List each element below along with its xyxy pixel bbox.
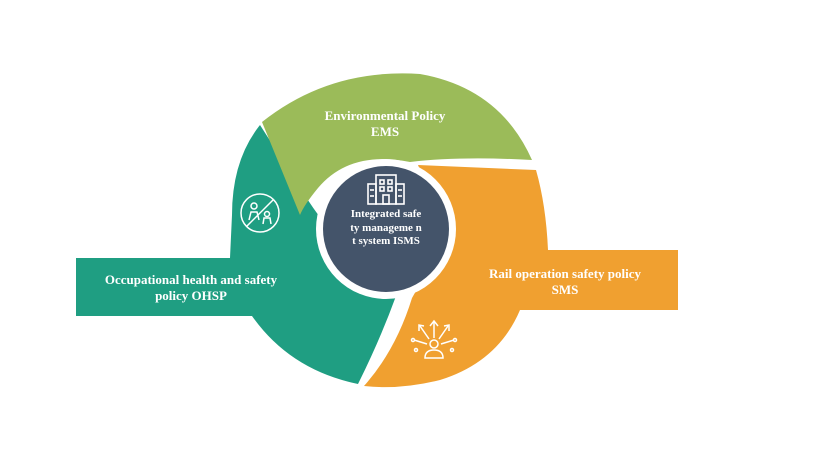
rail-safety-policy-title: Rail operation safety policy	[488, 266, 641, 281]
segment-occupational	[76, 125, 396, 384]
environmental-policy-label: Environmental Policy EMS	[300, 108, 470, 140]
isms-center-label: Integrated safety manageme nt system ISM…	[350, 208, 422, 247]
segment-environmental	[262, 73, 532, 216]
person-arrows-icon	[410, 319, 458, 359]
occupational-health-label: Occupational health and safety policy OH…	[82, 272, 300, 304]
center-circle	[323, 166, 449, 292]
building-icon	[367, 174, 405, 205]
rail-safety-policy-label: Rail operation safety policy SMS	[470, 266, 660, 298]
environmental-policy-abbr: EMS	[370, 124, 400, 139]
occupational-health-abbr: policy OHSP	[155, 288, 227, 303]
occupational-health-title: Occupational health and safety	[104, 272, 278, 287]
rail-safety-policy-abbr: SMS	[551, 282, 579, 297]
environmental-policy-title: Environmental Policy	[324, 108, 446, 123]
no-person-warning-icon	[240, 193, 280, 233]
